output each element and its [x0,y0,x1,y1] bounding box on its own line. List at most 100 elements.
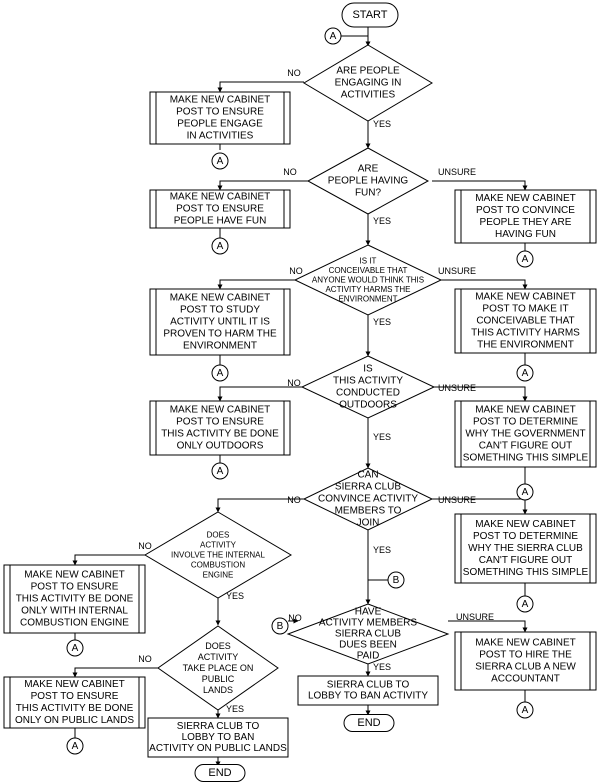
process-study-activity-line: POST TO STUDY [180,305,260,316]
edge-yes-label: YES [373,432,391,442]
action-lobby-ban-activity-line: SIERRA CLUB TO [327,680,410,691]
decision-conceivable-line: ACTIVITY HARMS THE [325,285,410,294]
connector-b-right-label: B [393,575,400,586]
process-ensure-combustion-line: ONLY WITH INTERNAL [21,606,128,617]
connector-line [215,498,304,513]
decision-fun-diamond [306,147,430,215]
decision-sierra-convince-line: JOIN [357,518,380,529]
decision-public-lands-line: TAKE PLACE ON [183,663,254,673]
process-ensure-combustion-line: THIS ACTIVITY BE DONE [16,594,134,605]
process-determine-sierra-line: SOMETHING THIS SIMPLE [463,567,589,578]
connector-a-combustion: A [66,639,84,657]
process-convince-fun-line: MAKE NEW CABINET [475,193,576,204]
decision-outdoors-line: CONDUCTED [336,388,400,399]
decision-sierra-convince-line: CAN [357,470,378,481]
process-ensure-engage-line: PEOPLE ENGAGE [177,119,263,130]
connector-a-government-circle [516,483,534,501]
decision-engaging-line: ARE PEOPLE [336,66,400,77]
process-ensure-outdoors-box [149,400,291,456]
connector-a-accountant: A [516,701,534,719]
process-hire-accountant-box [454,631,597,691]
decision-outdoors-diamond [300,355,436,419]
process-make-conceivable-line: THIS ACTIVITY HARMS [471,328,580,339]
process-convince-fun-line: POST TO CONVINCE [476,205,575,216]
process-ensure-public-lands-line: ONLY ON PUBLIC LANDS [15,715,134,726]
process-make-conceivable-box [454,288,597,354]
connector-a-government: A [516,483,534,501]
decision-combustion-line: INVOLVE THE INTERNAL [171,551,266,560]
edge-no-label: NO [138,541,152,551]
edge-no-label: NO [283,167,297,177]
action-lobby-ban-public-lands-line: SIERRA CLUB TO [177,721,260,732]
process-ensure-engage-box [149,91,291,145]
connector-b-left-label: B [277,621,284,632]
process-determine-government-line: POST TO DETERMINE [473,417,578,428]
process-ensure-public-lands-line: THIS ACTIVITY BE DONE [16,703,134,714]
decision-public-lands-line: PUBLIC [202,674,235,684]
edge-unsure-label: UNSURE [456,612,494,622]
connector-line [217,180,308,191]
decision-outdoors-line: OUTDOORS [339,400,397,411]
process-hire-accountant-line: ACCOUNTANT [491,674,560,685]
start-terminal: START [341,2,399,28]
connector-a-accountant-circle [516,701,534,719]
process-determine-government-line: CAN'T FIGURE OUT [479,441,572,452]
process-study-activity-line: MAKE NEW CABINET [170,293,271,304]
decision-sierra-convince-diamond [302,467,434,531]
process-determine-sierra-line: WHY THE SIERRA CLUB [468,543,583,554]
decision-conceivable-line: IS IT [360,257,377,266]
process-ensure-fun-box [149,189,291,229]
process-convince-fun-box [454,189,597,244]
connector-a-accountant-label: A [522,705,529,716]
action-lobby-ban-activity-box [297,675,439,706]
process-determine-government-line: SOMETHING THIS SIMPLE [463,453,589,464]
process-study-activity-line: ACTIVITY UNTIL IT IS [170,317,270,328]
decision-conceivable-line: CONCEIVABLE THAT [329,266,408,275]
edge-unsure-label: UNSURE [438,383,476,393]
process-make-conceivable-line: CONCEIVABLE THAT [476,316,574,327]
process-ensure-fun-line: PEOPLE HAVE FUN [174,216,267,227]
decision-dues-line: ACTIVITY MEMBERS [319,618,417,629]
decision-dues-line: PAID [357,651,380,662]
connector-a-top-circle [324,27,342,45]
connector-a-outdoors-circle [211,462,229,480]
connector-a-public-lands-label: A [72,741,79,752]
decision-combustion-line: ACTIVITY [200,541,237,550]
process-ensure-outdoors-line: MAKE NEW CABINET [170,405,271,416]
process-ensure-combustion-box [3,564,146,634]
decision-dues-line: HAVE [355,607,382,618]
process-make-conceivable-line: POST TO MAKE IT [482,304,568,315]
decision-dues-diamond [286,603,450,665]
process-convince-fun-line: HAVING FUN [495,229,556,240]
connector-a-top: A [324,27,342,45]
end-terminal-left-shape [194,764,246,782]
connector-b-left-circle [271,617,289,635]
decision-fun-line: PEOPLE HAVING [328,176,409,187]
connector-a-convince: A [516,250,534,268]
decision-fun-line: FUN? [355,188,382,199]
connector-line [217,386,302,402]
process-ensure-public-lands-line: POST TO ENSURE [31,691,119,702]
connector-a-conceivable-circle [516,364,534,382]
decision-public-lands-line: LANDS [203,685,233,695]
process-ensure-public-lands-line: MAKE NEW CABINET [24,679,125,690]
process-ensure-outdoors-line: ONLY OUTDOORS [177,441,264,452]
connector-a-convince-label: A [522,254,529,265]
edge-yes-label: YES [373,216,391,226]
connector-a-combustion-label: A [72,643,79,654]
decision-outdoors-line: IS [363,364,373,375]
decision-dues-line: SIERRA CLUB [335,629,401,640]
end-terminal-right-label: END [357,717,380,729]
process-determine-sierra-line: CAN'T FIGURE OUT [479,555,572,566]
process-ensure-combustion-line: MAKE NEW CABINET [24,570,125,581]
